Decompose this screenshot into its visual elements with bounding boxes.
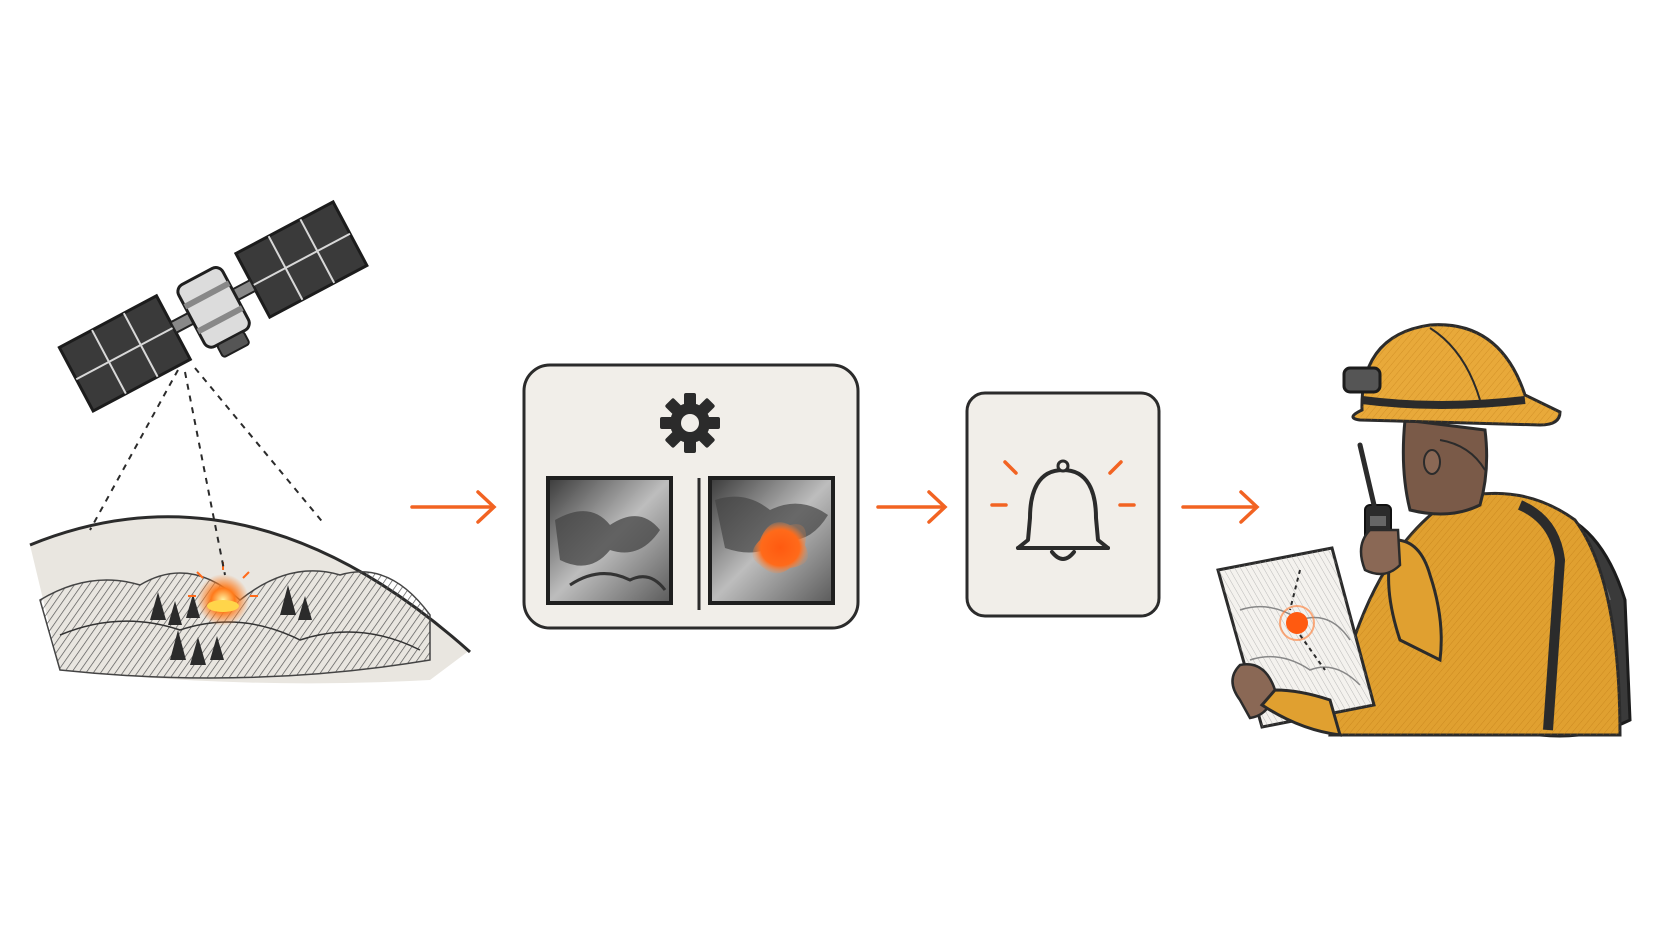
heat-spot-icon (752, 522, 808, 574)
firefighter-arm (1259, 688, 1343, 737)
satellite-image-after (708, 476, 835, 605)
firefighter-icon (1328, 323, 1632, 738)
flow-arrow-3 (1181, 490, 1260, 524)
bell-icon (1016, 459, 1110, 561)
fire-icon (188, 562, 258, 626)
firefighter-step (1216, 323, 1632, 738)
image-processing-step (522, 363, 860, 630)
alert-rays (990, 460, 1136, 507)
alert-step (965, 391, 1161, 618)
map-fire-marker (1279, 605, 1315, 641)
flow-arrow-1 (410, 490, 497, 524)
satellite-step (29, 199, 472, 684)
earth-icon (29, 515, 472, 684)
gear-icon (660, 393, 720, 453)
flow-arrow-2 (876, 490, 948, 524)
satellite-beams (89, 367, 326, 576)
satellite-image-before (546, 476, 673, 605)
satellite-icon (57, 199, 369, 414)
